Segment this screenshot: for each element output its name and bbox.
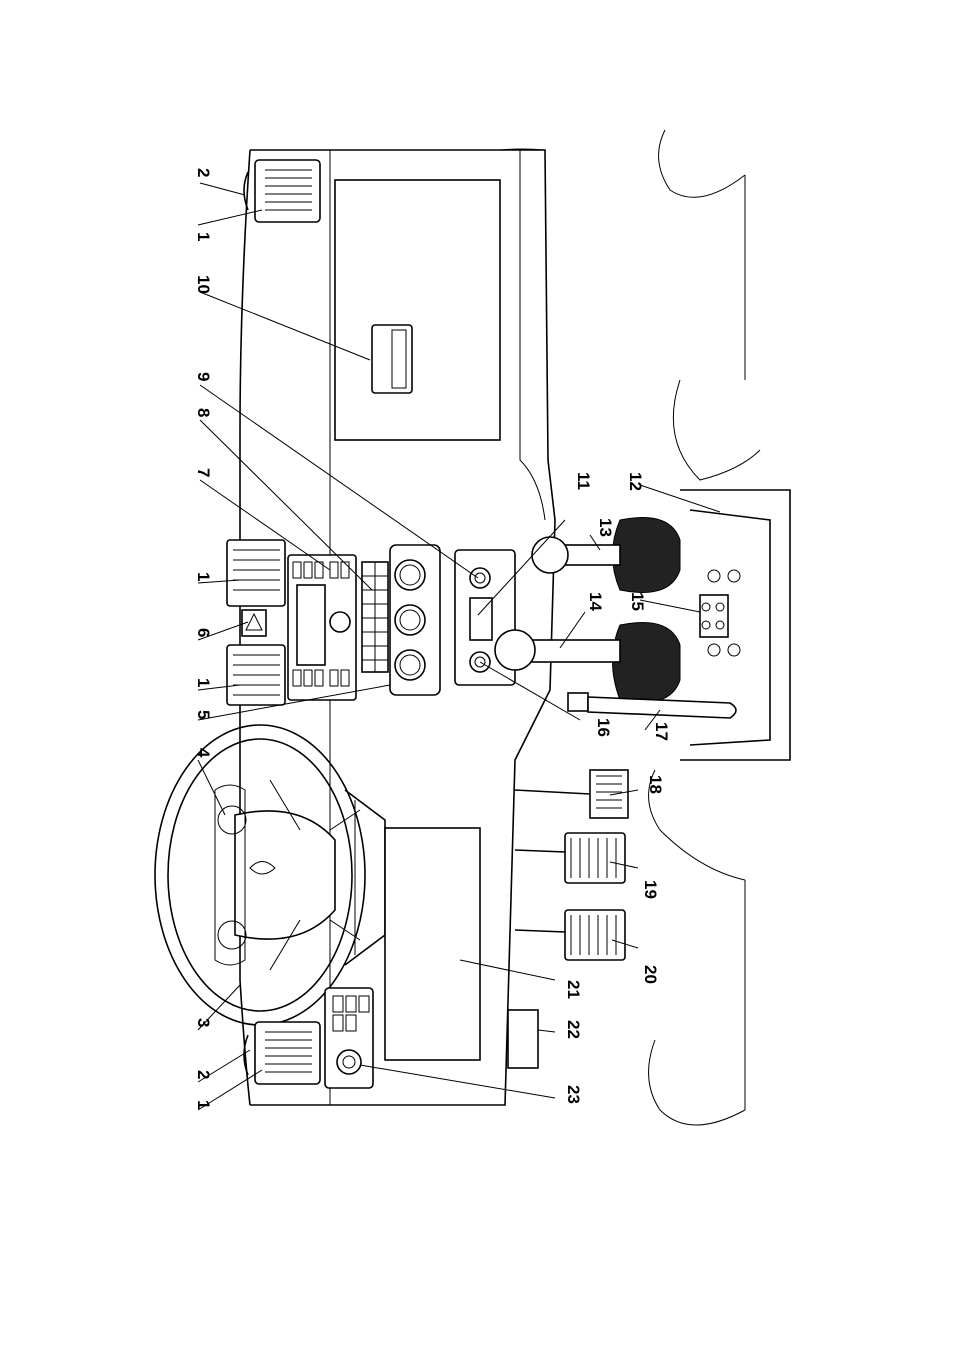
callout-5: 5	[194, 710, 213, 719]
callout-6: 6	[194, 628, 213, 637]
callout-14: 14	[586, 592, 605, 611]
callout-10: 10	[194, 275, 213, 294]
callout-9: 9	[194, 372, 213, 381]
console-switches	[700, 570, 740, 656]
callout-12: 12	[626, 472, 645, 491]
callout-1: 1	[194, 572, 213, 581]
light-switch-area	[325, 988, 373, 1088]
callout-7: 7	[194, 468, 213, 477]
callout-15: 15	[628, 592, 647, 611]
callout-18: 18	[646, 775, 665, 794]
callout-2: 2	[194, 1070, 213, 1079]
callout-17: 17	[652, 722, 671, 741]
callout-23: 23	[564, 1085, 583, 1104]
callout-22: 22	[564, 1020, 583, 1039]
switch-block	[362, 562, 388, 672]
pedal-20	[515, 910, 625, 960]
callout-4: 4	[194, 748, 213, 758]
glove-box	[335, 180, 500, 440]
callout-8: 8	[194, 408, 213, 417]
steering-wheel	[155, 725, 365, 1025]
callout-1: 1	[194, 678, 213, 687]
callout-2: 2	[194, 168, 213, 177]
gear-lever-14	[495, 623, 680, 703]
callout-3: 3	[194, 1018, 213, 1027]
top-air-vent	[244, 160, 320, 222]
center-air-vents	[227, 540, 285, 705]
callout-1: 1	[194, 232, 213, 241]
floor-console	[680, 490, 790, 760]
callout-19: 19	[641, 880, 660, 899]
callout-11: 11	[574, 472, 593, 490]
callout-1: 1	[194, 1100, 213, 1109]
callout-21: 21	[564, 980, 583, 999]
climate-knobs	[390, 545, 440, 695]
callout-16: 16	[594, 718, 613, 737]
callout-20: 20	[641, 965, 660, 984]
callout-13: 13	[596, 518, 615, 537]
head-unit	[288, 555, 356, 700]
pedal-19	[515, 833, 625, 883]
pedal-18	[515, 770, 628, 818]
lower-left-panel	[385, 828, 538, 1068]
